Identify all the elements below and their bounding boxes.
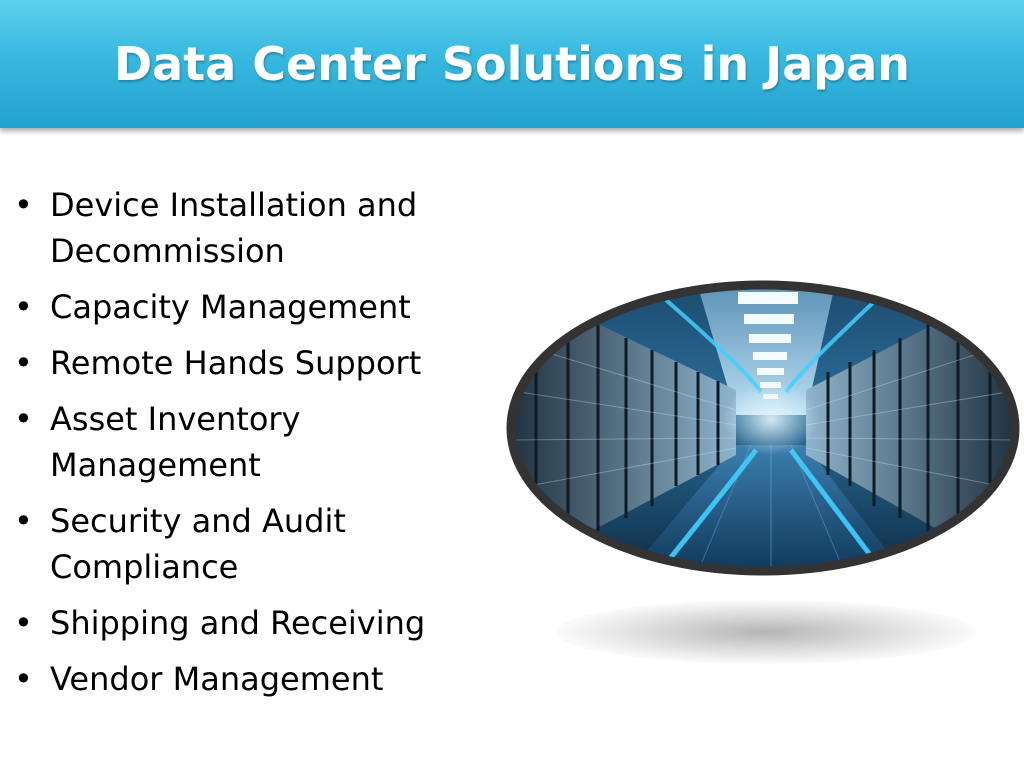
bullet-text: Device Installation and Decommission [50, 186, 418, 270]
bullet-list: • Device Installation and Decommission • C… [10, 182, 480, 712]
bullet-dot: • [14, 288, 33, 326]
bullet-text: Capacity Management [50, 288, 411, 326]
bullet-dot: • [14, 344, 33, 382]
server-corridor-image [506, 280, 1020, 576]
bullet-dot: • [14, 186, 33, 224]
bullet-text: Security and Audit Compliance [50, 502, 346, 586]
bullet-text: Vendor Management [50, 660, 384, 698]
bullet-item: • Shipping and Receiving [10, 600, 480, 646]
bullet-item: • Asset Inventory Management [10, 396, 480, 488]
bullet-item: • Device Installation and Decommission [10, 182, 480, 274]
image-shadow [556, 600, 976, 664]
bullet-text: Shipping and Receiving [50, 604, 426, 642]
bullet-item: • Security and Audit Compliance [10, 498, 480, 590]
bullet-dot: • [14, 400, 33, 438]
bullet-text: Asset Inventory Management [50, 400, 301, 484]
title-bar: Data Center Solutions in Japan [0, 0, 1024, 128]
bullet-dot: • [14, 502, 33, 540]
bullet-text: Remote Hands Support [50, 344, 422, 382]
bullet-dot: • [14, 660, 33, 698]
bullet-item: • Capacity Management [10, 284, 480, 330]
slide-title: Data Center Solutions in Japan [113, 37, 910, 91]
bullet-item: • Vendor Management [10, 656, 480, 702]
bullet-item: • Remote Hands Support [10, 340, 480, 386]
bullet-dot: • [14, 604, 33, 642]
server-corridor-icon [506, 280, 1020, 576]
